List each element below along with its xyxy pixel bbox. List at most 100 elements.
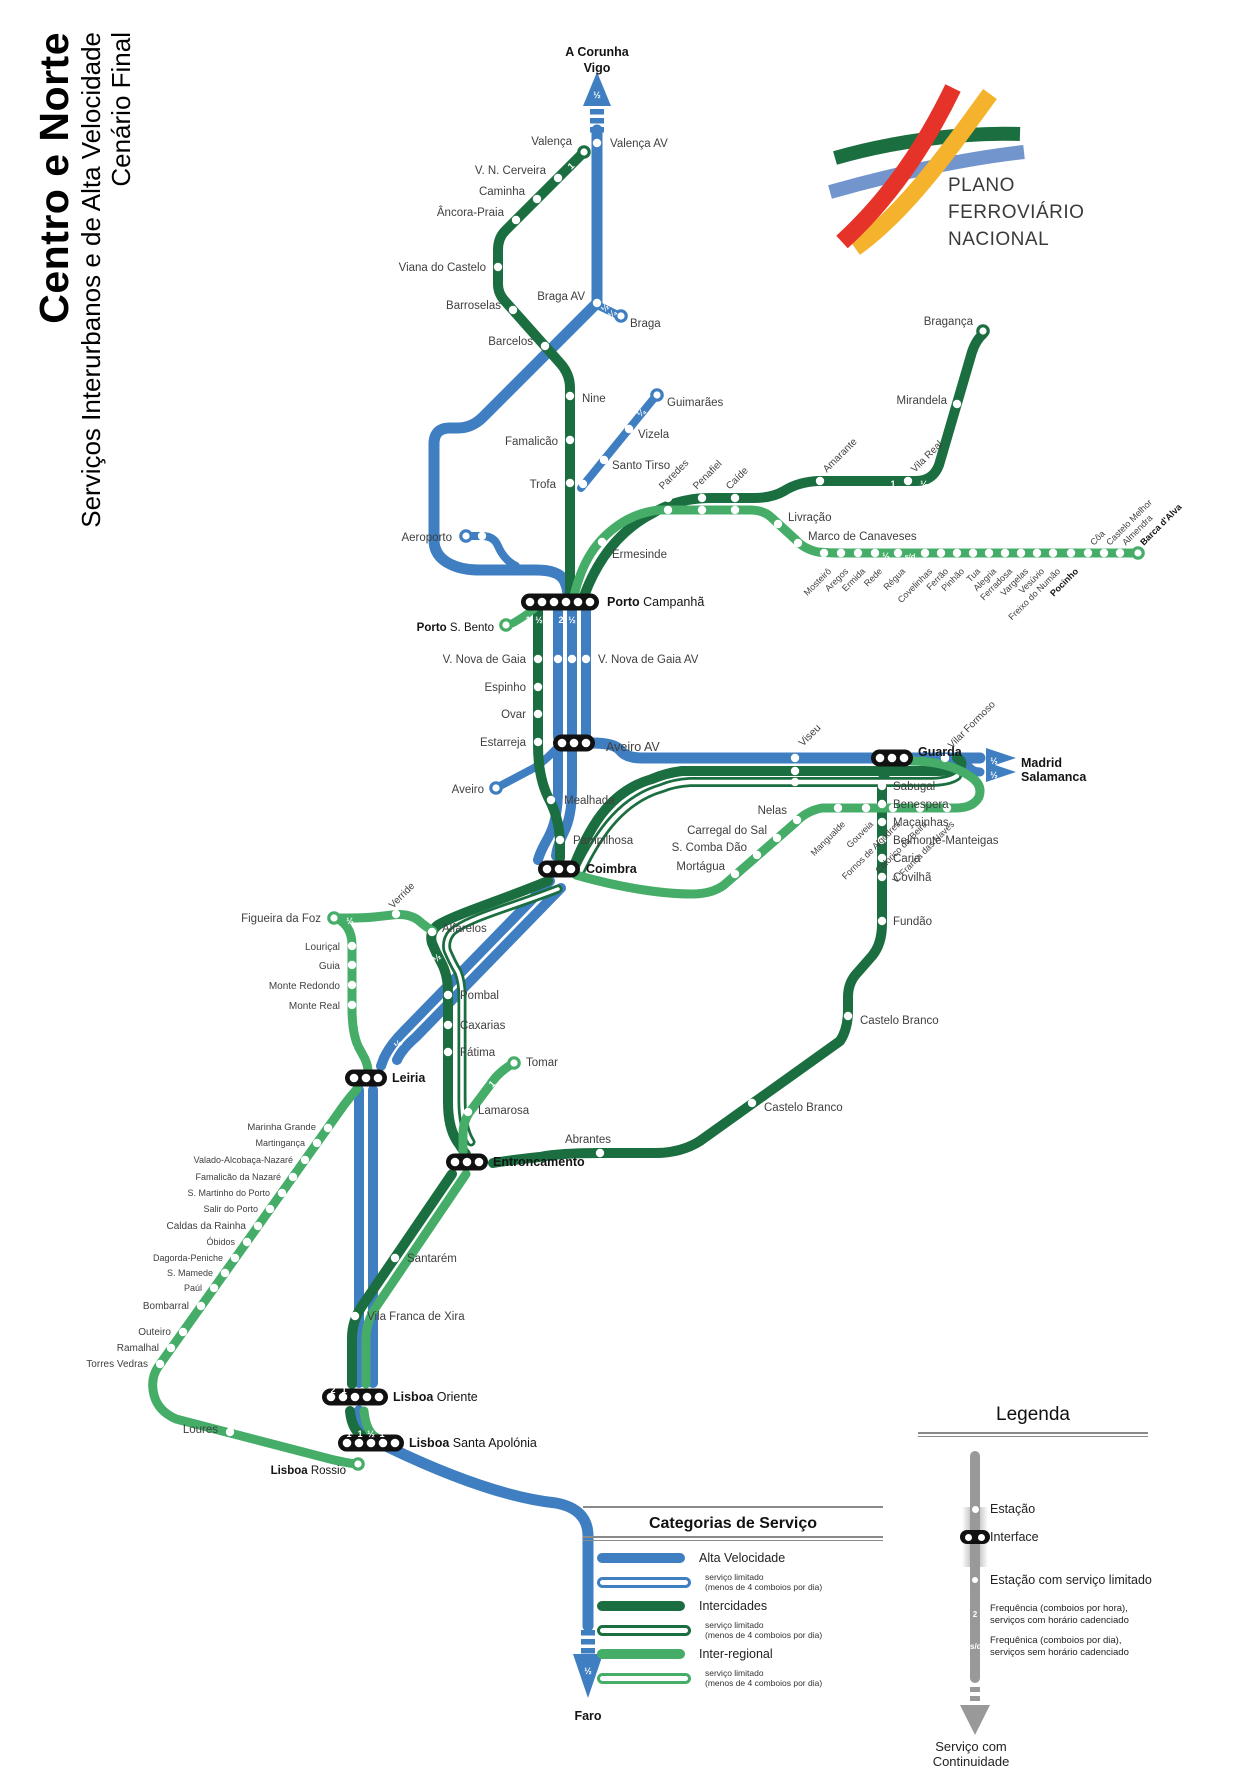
- interface-circle: [573, 597, 583, 607]
- station-label-lisboa-oriente: Lisboa Oriente: [393, 1390, 478, 1404]
- station-label-madrid: Madrid: [1021, 756, 1062, 770]
- station-dot-fundao: [877, 916, 887, 926]
- frequency-badge: 1: [341, 1385, 346, 1395]
- station-label-benespera: Benespera: [893, 799, 949, 811]
- station-dot-alegria: [984, 548, 994, 558]
- station-dot-barcelos: [540, 341, 550, 351]
- station-label-valado-alcobaca-nazare: Valado-Alcobaça-Nazaré: [194, 1155, 293, 1165]
- station-label-alfarelos: Alfarelos: [442, 923, 487, 935]
- rail-line-ic: [347, 1169, 457, 1389]
- frequency-badge: 1: [547, 615, 552, 625]
- station-dot-caldas-da-rainha: [253, 1221, 263, 1231]
- station-label-penafiel: Penafiel: [691, 459, 724, 492]
- station-dot-vila-real: [903, 476, 913, 486]
- station-dot-verride: [391, 909, 401, 919]
- station-dot-s-comba-dao: [752, 850, 762, 860]
- frequency-badge: 1: [503, 585, 508, 595]
- terminal-dot-valenca: [577, 145, 591, 159]
- station-label-s-comba-dao: S. Comba Dão: [672, 842, 747, 854]
- frequency-badge: 1: [334, 1083, 339, 1093]
- terminal-dot-barca-d-alva: [1131, 546, 1145, 560]
- legend-item-alta-velocidade: Alta Velocidade: [597, 1551, 883, 1565]
- station-dot-caide: [730, 493, 740, 503]
- rail-line-ic-limited-core: [577, 773, 960, 875]
- interface-circle: [338, 1392, 348, 1402]
- station-label-lisboa-rossio: Lisboa Rossio: [271, 1465, 346, 1477]
- station-dot-v-nova-de-gaia: [533, 654, 543, 664]
- frequency-badge: ½: [584, 1666, 592, 1676]
- station-dot-benespera: [877, 799, 887, 809]
- legend-body: Estação Interface Estação com serviço li…: [918, 1437, 1152, 1769]
- station-dot-pocinho: [1066, 548, 1076, 558]
- station-dot-amarante: [815, 476, 825, 486]
- station-dot-pombal: [443, 990, 453, 1000]
- station-dot-ramalhal: [166, 1343, 176, 1353]
- rail-line-av: [392, 883, 566, 1065]
- station-dot-dagorda-peniche: [230, 1253, 240, 1263]
- sample-line: [970, 1451, 980, 1683]
- freq-day-line2: serviços sem horário cadenciado: [990, 1646, 1129, 1658]
- station-dot-v-nova-de-gaia-av: [581, 654, 591, 664]
- station-dot-paredes: [663, 493, 673, 503]
- legend-station-label: Estação: [990, 1502, 1036, 1516]
- station-dot-s-mamede: [220, 1268, 230, 1278]
- station-label-livracao: Livração: [788, 512, 831, 524]
- station-dot-mirandela: [952, 399, 962, 409]
- station-dot-paul: [209, 1283, 219, 1293]
- station-dot-barroselas: [508, 305, 518, 315]
- station-dot-covelinhas: [920, 548, 930, 558]
- station-label-guarda: Guarda: [918, 745, 963, 759]
- station-label-vizela: Vizela: [638, 429, 670, 441]
- station-label-castelo-branco: Castelo Branco: [764, 1102, 843, 1114]
- station-dot-nine: [565, 391, 575, 401]
- station-label-ancora-praia: Âncora-Praia: [437, 206, 505, 219]
- frequency-badge: 1: [525, 615, 530, 625]
- frequency-badge: ½: [535, 615, 543, 625]
- terminal-dot-braganca: [976, 324, 990, 338]
- station-dot-viseu: [790, 766, 800, 776]
- continuity-arrow-icon: [583, 72, 611, 106]
- frequency-badge: ½: [593, 90, 601, 100]
- station-dot-trofa: [565, 478, 575, 488]
- station-label-monte-redondo: Monte Redondo: [269, 981, 341, 992]
- station-dot-trofa: [578, 479, 588, 489]
- station-dot-covilha: [877, 872, 887, 882]
- rail-line-ir: [458, 1058, 519, 1157]
- station-label-carregal-do-sal: Carregal do Sal: [687, 825, 767, 837]
- station-label-famalicao: Famalicão: [505, 436, 558, 448]
- station-label-lamarosa: Lamarosa: [478, 1105, 530, 1117]
- rail-line-ir: [504, 605, 538, 629]
- station-dot-nelas: [792, 815, 802, 825]
- station-dot-vesuvio: [1032, 548, 1042, 558]
- interface-circle: [581, 738, 591, 748]
- station-dot-ermesinde: [597, 537, 607, 547]
- frequency-badge: 1: [379, 1429, 384, 1439]
- station-label-sabugal: Sabugal: [893, 781, 935, 793]
- station-dot-mortagua: [730, 869, 740, 879]
- station-label-belmonte-manteigas: Belmonte-Manteigas: [893, 835, 999, 847]
- station-dot-vilar-formoso: [940, 753, 950, 763]
- frequency-badge: ½: [882, 551, 890, 561]
- frequency-badge: ½: [348, 1045, 356, 1055]
- continuity-arrow-icon: [986, 748, 1016, 768]
- station-label-macainhas: Maçainhas: [893, 817, 949, 829]
- logo-swoosh-icon: [828, 84, 1025, 255]
- legend-item-label: Inter-regional: [699, 1647, 773, 1661]
- frequency-badge: 1: [357, 1429, 362, 1439]
- station-label-verride: Verride: [387, 880, 417, 910]
- interface-circle: [585, 597, 595, 607]
- frequency-badge: 1: [346, 1429, 351, 1439]
- station-dot-martinganca: [312, 1138, 322, 1148]
- station-label-caxarias: Caxarias: [460, 1020, 506, 1032]
- station-dot-mosteiro: [819, 548, 829, 558]
- rail-line-ir: [361, 1169, 471, 1389]
- divider: [583, 1536, 883, 1541]
- interface-circle: [378, 1438, 388, 1448]
- station-dot-v-nova-de-gaia-av: [567, 654, 577, 664]
- station-label-ramalhal: Ramalhal: [117, 1343, 159, 1354]
- station-dot-outeiro: [178, 1327, 188, 1337]
- station-dot-caminha: [532, 194, 542, 204]
- station-label-covilha: Covilhã: [893, 872, 932, 884]
- station-dot-lamarosa: [463, 1107, 473, 1117]
